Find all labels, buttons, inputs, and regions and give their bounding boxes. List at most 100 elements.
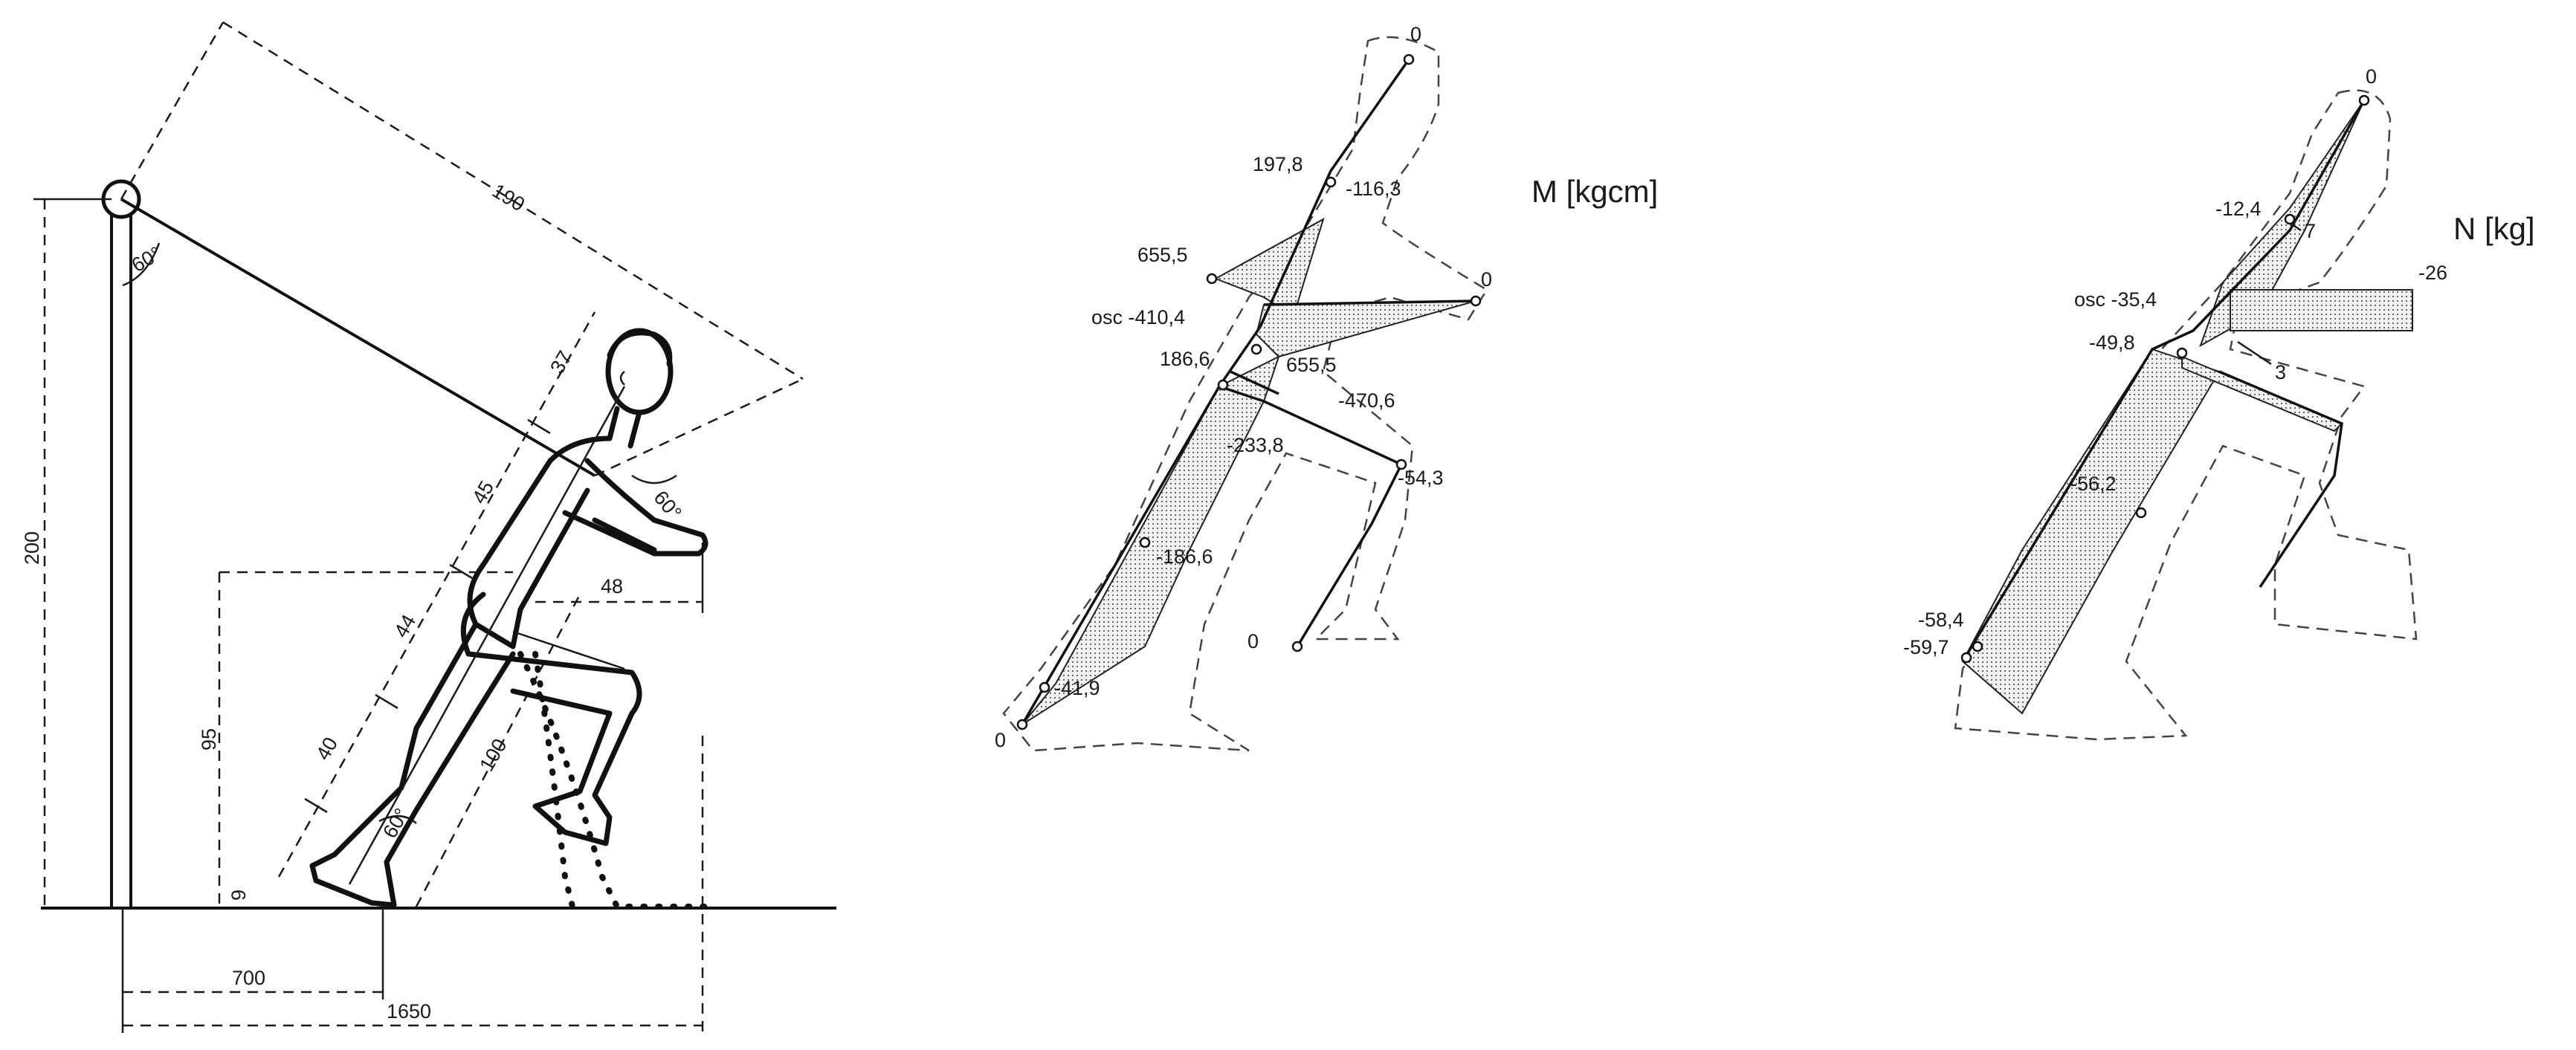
dim-9-label: 9	[227, 889, 250, 901]
moment-diagram-lower	[1021, 385, 1265, 725]
moment-label-470: -470,6	[1338, 389, 1395, 412]
axis-dim-chain	[277, 311, 596, 878]
dim-45-label: 45	[468, 477, 498, 508]
normal-node	[1960, 652, 1972, 664]
tick-4	[304, 797, 328, 814]
moment-label-197: 197,8	[1253, 153, 1303, 175]
dim-100-label: 100	[475, 735, 511, 775]
front-leg-outline	[460, 592, 642, 846]
moment-label-osc: osc -410,4	[1091, 306, 1185, 328]
normal-node	[2284, 213, 2296, 225]
dim-700-label: 700	[232, 967, 265, 989]
person-figure	[309, 328, 709, 910]
moment-node	[1395, 458, 1407, 470]
normal-label-12: -12,4	[2215, 198, 2262, 220]
normal-label-osc: osc -35,4	[2074, 288, 2157, 311]
moment-node	[1016, 719, 1028, 730]
moment-structure-hip	[1230, 370, 1279, 395]
arm-outline	[562, 458, 708, 557]
moment-node	[1291, 641, 1303, 652]
ear	[619, 371, 625, 386]
moment-node	[1139, 537, 1151, 548]
dim-95-label: 95	[198, 728, 220, 751]
moment-label-116: -116,3	[1346, 178, 1401, 200]
normal-diagram-arm	[2230, 289, 2413, 331]
moment-node	[1206, 273, 1218, 285]
moment-ghost-silhouette	[1002, 36, 1488, 752]
normal-node	[2358, 94, 2370, 106]
hair	[607, 330, 673, 367]
normal-label-49: -49,8	[2089, 331, 2135, 354]
moment-node	[1217, 379, 1229, 391]
moment-label-arm-zero: 0	[1481, 268, 1492, 291]
normal-ghost-silhouette	[1954, 89, 2418, 741]
moment-title: M [kgcm]	[1531, 174, 1658, 209]
torso-outline	[467, 406, 642, 649]
normal-panel: N [kg] 0 -12,4 7 -26 osc -35,4 -49,8 3 -…	[1903, 65, 2535, 741]
moment-label-186-upper: 186,6	[1160, 348, 1210, 370]
normal-diagram-upper	[2199, 100, 2365, 348]
normal-diagram-lower	[1961, 348, 2221, 715]
moment-label-foot-zero: 0	[1247, 630, 1259, 652]
skeleton-1	[348, 386, 626, 885]
dim-40-label: 40	[311, 733, 342, 764]
moment-diagram-arm	[1255, 300, 1476, 358]
moment-label-233: -233,8	[1227, 434, 1284, 456]
back-leg-outline	[309, 621, 516, 908]
moment-node	[1250, 343, 1262, 355]
dim-48-label: 48	[601, 575, 623, 597]
moment-label-54: -54,3	[1398, 467, 1444, 489]
normal-label-58: -58,4	[1918, 609, 1964, 631]
moment-label-655-left: 655,5	[1137, 244, 1188, 266]
normal-structure-spine	[1961, 100, 2366, 662]
dim-100-line	[415, 594, 581, 907]
left-panel: 60° 200 190 95 9 37 45 44 40 100 48 60°	[21, 21, 836, 1033]
normal-label-head-zero: 0	[2366, 65, 2377, 88]
moment-structure-spine	[1021, 58, 1410, 725]
normal-leader-3	[2237, 340, 2272, 366]
tick-3	[375, 693, 398, 710]
skeleton-2	[512, 630, 625, 670]
dim-190-line	[222, 21, 804, 380]
moment-node	[1039, 681, 1050, 693]
dim-200-label: 200	[21, 531, 43, 565]
normal-label-7: 7	[2305, 220, 2316, 242]
dim-37-label: 37	[546, 347, 576, 377]
normal-label-26: -26	[2418, 262, 2447, 284]
pole	[110, 199, 132, 910]
moment-diagram-upper	[1213, 217, 1325, 317]
foot-angle-arc	[378, 815, 417, 824]
dim-190-label: 190	[488, 179, 529, 215]
normal-label-56: -56,2	[2070, 473, 2117, 495]
tick-1	[527, 418, 551, 435]
dim-190-ext-1	[120, 22, 225, 200]
moment-label-head-zero: 0	[1410, 23, 1421, 45]
moment-panel: M [kgcm] 0 197,8 -116,3 655,5 0 osc -410…	[995, 23, 1658, 752]
normal-label-3: 3	[2275, 361, 2286, 383]
tick-2	[449, 563, 473, 580]
moment-label-655-right: 655,5	[1286, 354, 1337, 376]
pole-angle-label: 60°	[128, 242, 165, 276]
normal-structure-leg	[2218, 370, 2343, 588]
moment-node	[1325, 176, 1337, 188]
arm-angle-arc	[631, 474, 677, 485]
normal-title: N [kg]	[2453, 211, 2535, 246]
moment-label-186-lower: -186,6	[1156, 545, 1213, 568]
normal-node	[1972, 641, 1983, 652]
normal-node	[2135, 507, 2147, 519]
moment-structure-arm	[1263, 299, 1476, 306]
normal-node	[2176, 347, 2188, 359]
dim-44-label: 44	[390, 611, 420, 641]
dim-190-ext-2	[594, 377, 804, 477]
normal-label-59: -59,7	[1903, 636, 1949, 658]
moment-node	[1403, 54, 1415, 65]
alt-leg-dotted-2	[532, 651, 575, 910]
moment-node	[1470, 295, 1482, 307]
alt-leg-dotted	[517, 651, 709, 910]
moment-label-41: -41,9	[1054, 677, 1100, 699]
pole-angle-arc	[122, 242, 161, 287]
rope	[120, 198, 596, 477]
moment-label-leg-zero: 0	[995, 729, 1006, 751]
dim-1650-label: 1650	[387, 1000, 431, 1023]
